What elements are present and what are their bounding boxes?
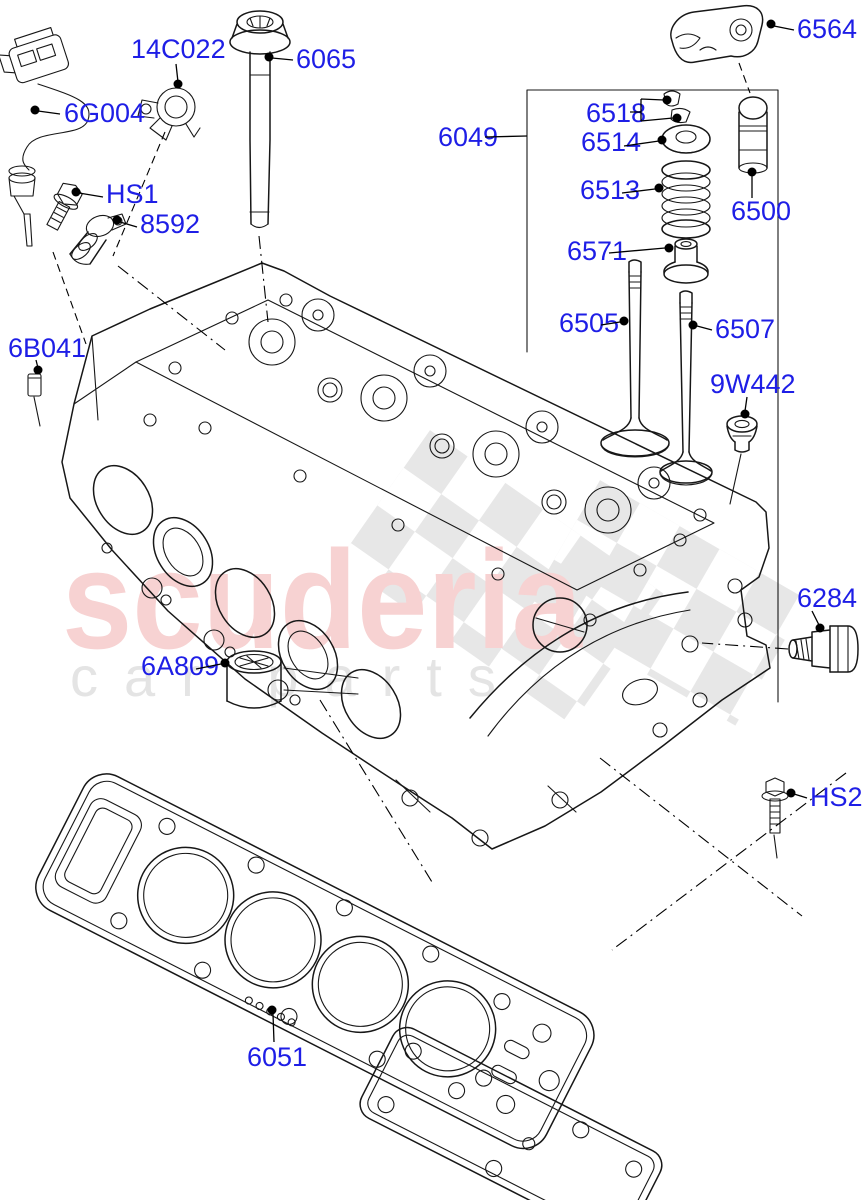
callout-dot (786, 788, 796, 798)
callout-dot (112, 215, 122, 225)
callout-6049: 6049 (438, 122, 528, 152)
hydraulic-tappet-6500 (738, 96, 768, 174)
brand-watermark: scuderia car parts (62, 521, 583, 708)
part-label-8592: 8592 (140, 209, 200, 239)
valve-stem-seal-6571 (663, 238, 709, 284)
callout-6514: 6514 (581, 127, 667, 157)
callout-dot (71, 187, 81, 197)
callout-8592: 8592 (112, 209, 200, 239)
callout-dot (688, 320, 698, 330)
exhaust-valve-6507 (659, 290, 713, 486)
part-label-6A809: 6A809 (141, 651, 219, 681)
intake-valve-6505 (600, 259, 670, 458)
spark-plug-wells (248, 318, 632, 534)
part-label-6571: 6571 (567, 236, 627, 266)
callout-14C022: 14C022 (131, 34, 226, 89)
part-label-9W442: 9W442 (710, 369, 796, 399)
brand-watermark-subtitle: car parts (70, 645, 522, 708)
callout-6065: 6065 (264, 44, 356, 74)
callout-dot (766, 19, 776, 29)
alignment-lines (52, 62, 847, 951)
hex-bolt-HS1 (46, 182, 83, 231)
callout-6A809: 6A809 (141, 651, 230, 681)
part-label-HS1: HS1 (106, 179, 159, 209)
temperature-sensor-6G004 (0, 26, 90, 247)
part-label-6500: 6500 (731, 196, 791, 226)
callout-dot (672, 113, 682, 123)
retaining-clip-14C022 (137, 87, 201, 141)
timing-chest-face (395, 578, 753, 847)
callouts: 6G004 14C022 6065 6564 HS1 8592 (8, 14, 862, 1072)
head-bolt-bores (317, 377, 567, 515)
brand-watermark-text: scuderia (62, 521, 583, 678)
callout-dot (619, 316, 629, 326)
part-label-6G004: 6G004 (64, 98, 145, 128)
deck-oil-holes (143, 293, 707, 627)
part-label-6505: 6505 (559, 308, 619, 338)
callout-6564: 6564 (766, 14, 857, 44)
callout-6284: 6284 (797, 583, 857, 633)
part-label-6507: 6507 (715, 314, 775, 344)
callout-dot (264, 52, 274, 62)
cup-plug-6A809 (226, 650, 359, 709)
part-label-6513: 6513 (580, 175, 640, 205)
callout-6500: 6500 (731, 167, 791, 226)
callout-6B041: 6B041 (8, 333, 86, 375)
oil-plug-6284 (788, 625, 859, 673)
rocker-arm-6564 (670, 4, 764, 64)
valve-keepers-6518 (663, 90, 691, 124)
callout-dot (740, 409, 750, 419)
callout-6507: 6507 (688, 314, 775, 344)
callout-HS1: HS1 (71, 179, 159, 209)
callout-dot (747, 167, 757, 177)
callout-dot (173, 79, 183, 89)
callout-6518: 6518 (586, 95, 682, 128)
callout-6571: 6571 (567, 236, 674, 266)
callout-dot (662, 95, 672, 105)
callout-dot (220, 658, 230, 668)
timing-cover-gasket (359, 1026, 663, 1200)
part-label-6284: 6284 (797, 583, 857, 613)
valve-kit-group-box (526, 89, 779, 703)
callout-dot (267, 1005, 277, 1015)
part-label-6065: 6065 (296, 44, 356, 74)
callout-dot (815, 623, 825, 633)
callout-6051: 6051 (247, 1005, 307, 1072)
checkered-flag-watermark (338, 430, 808, 726)
part-label-14C022: 14C022 (131, 34, 226, 64)
part-label-6564: 6564 (797, 14, 857, 44)
callout-6513: 6513 (580, 175, 664, 205)
callout-dot (657, 135, 667, 145)
part-label-6518: 6518 (586, 98, 646, 128)
spring-retainer-6514 (661, 124, 711, 154)
part-label-6B041: 6B041 (8, 333, 86, 363)
cylinder-head (61, 262, 771, 850)
valve-spring-6513 (661, 160, 711, 239)
callout-6G004: 6G004 (30, 98, 145, 128)
hex-bolt-HS2 (761, 777, 789, 859)
cylinder-head-bolt-6065 (229, 10, 291, 229)
dowel-pin-6B041 (27, 373, 42, 427)
callout-dot (664, 243, 674, 253)
callout-dot (33, 365, 43, 375)
part-label-HS2: HS2 (810, 782, 862, 812)
cam-journal-bosses (301, 298, 671, 500)
callout-dot (30, 105, 40, 115)
callout-9W442: 9W442 (710, 369, 796, 419)
callout-dot (654, 183, 664, 193)
part-label-6051: 6051 (247, 1042, 307, 1072)
intake-ports (92, 464, 402, 740)
part-label-6514: 6514 (581, 127, 641, 157)
head-gasket-6051 (35, 773, 595, 1150)
callout-6505: 6505 (559, 308, 629, 338)
callout-HS2: HS2 (786, 782, 862, 812)
